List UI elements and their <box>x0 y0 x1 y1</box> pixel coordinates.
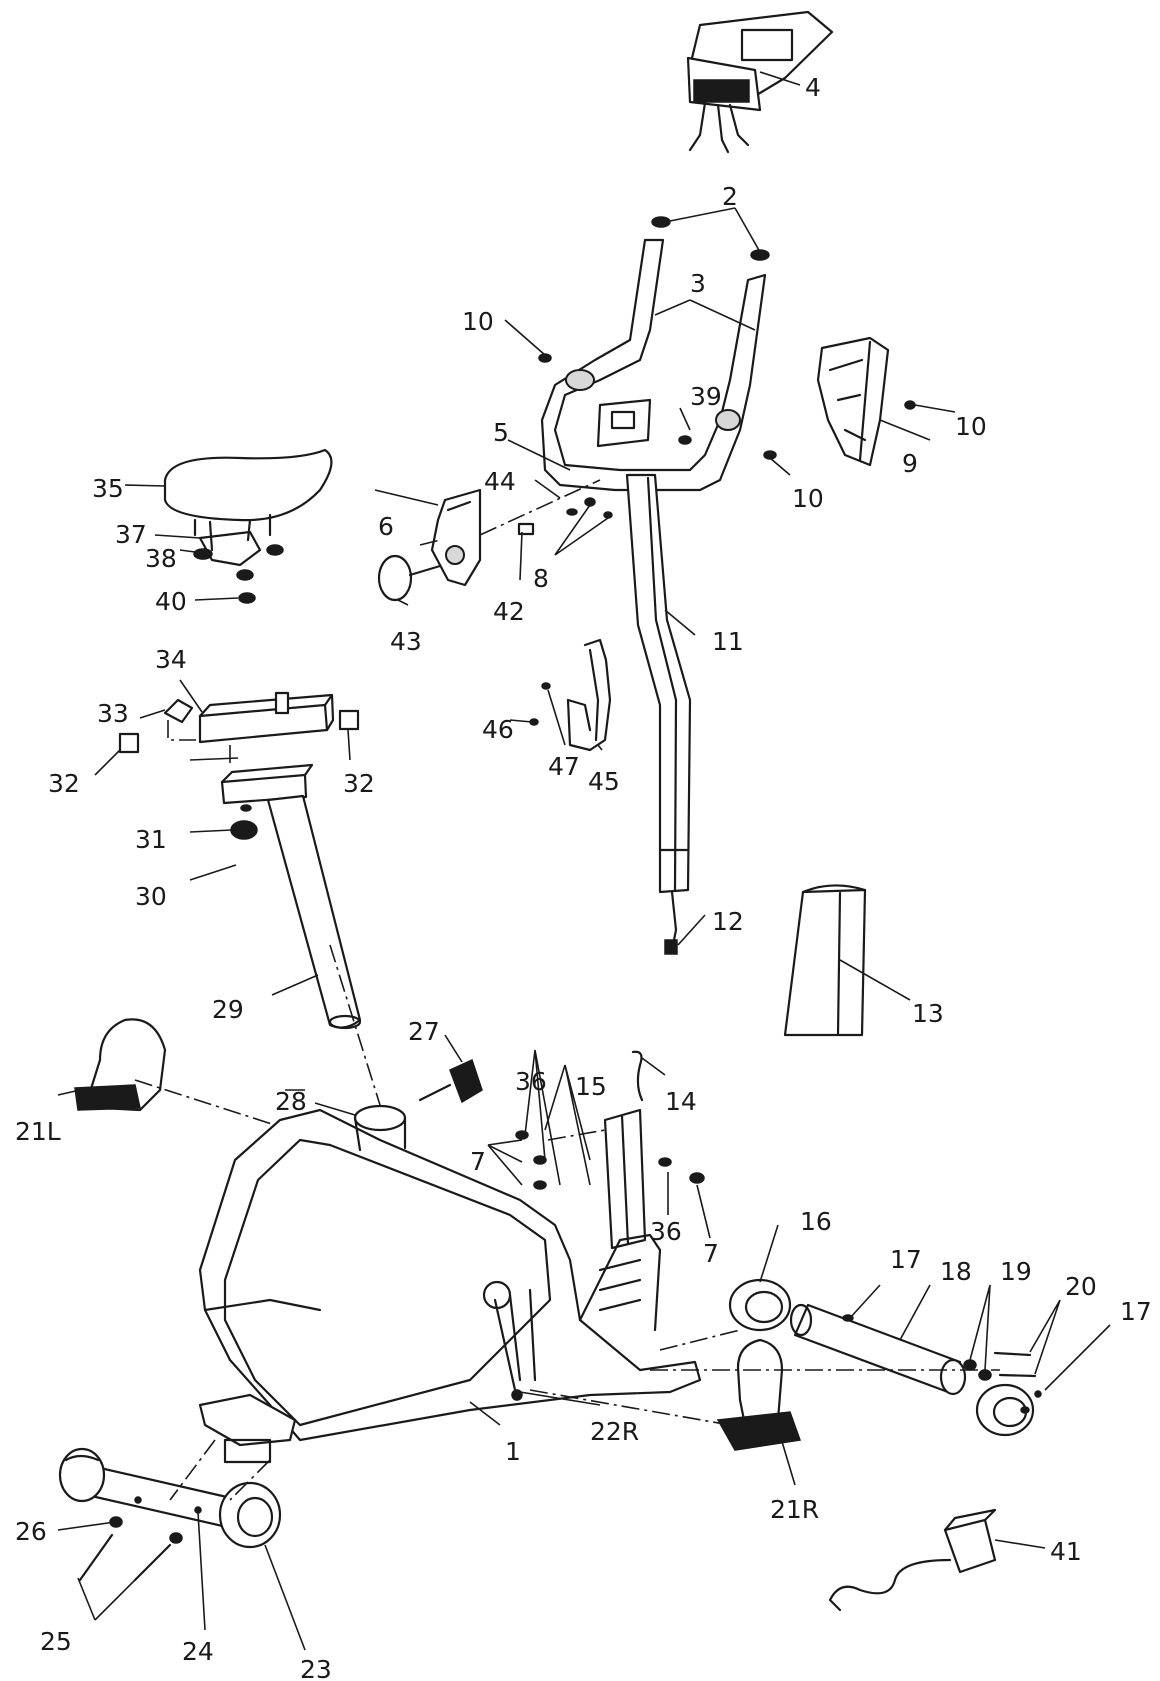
seat-adjust-knob-part <box>418 1058 483 1104</box>
label-30: 30 <box>135 882 167 911</box>
label-23: 23 <box>300 1655 332 1681</box>
main-frame-part <box>198 1104 702 1464</box>
seat-clamp-part <box>220 763 314 805</box>
label-13: 13 <box>912 999 944 1028</box>
label-18: 18 <box>940 1257 972 1286</box>
label-10-right: 10 <box>955 412 987 441</box>
label-3: 3 <box>690 269 706 298</box>
label-46: 46 <box>482 715 514 744</box>
label-4: 4 <box>805 73 821 102</box>
label-25: 25 <box>40 1627 72 1656</box>
label-36-top: 36 <box>515 1067 547 1096</box>
label-29: 29 <box>212 995 244 1024</box>
label-43: 43 <box>390 627 422 656</box>
label-21R: 21R <box>770 1495 819 1524</box>
label-17-top: 17 <box>890 1245 922 1274</box>
right-crank-part <box>493 1298 517 1392</box>
label-44: 44 <box>484 467 516 496</box>
handlebar-cover-part <box>816 336 890 467</box>
front-stabilizer-bolts <box>78 1516 183 1582</box>
label-47: 47 <box>548 752 580 781</box>
label-21L: 21L <box>15 1117 61 1146</box>
label-24: 24 <box>182 1637 214 1666</box>
label-15: 15 <box>575 1072 607 1101</box>
frame-stem-part <box>603 1108 647 1250</box>
label-8: 8 <box>533 564 549 593</box>
label-5: 5 <box>493 418 509 447</box>
right-pedal-part <box>716 1338 802 1451</box>
label-41: 41 <box>1050 1537 1082 1566</box>
bottle-bracket-part <box>566 638 612 752</box>
power-adapter-part <box>828 1508 997 1612</box>
post-cover-part <box>430 488 482 587</box>
seat-part <box>163 448 333 604</box>
label-40: 40 <box>155 587 187 616</box>
handlebar-end-caps <box>651 216 770 261</box>
label-27: 27 <box>408 1017 440 1046</box>
leader-lines <box>57 71 1111 1651</box>
label-34: 34 <box>155 645 187 674</box>
label-10-top: 10 <box>462 307 494 336</box>
label-33: 33 <box>97 699 129 728</box>
label-39: 39 <box>690 382 722 411</box>
seat-post-part <box>266 794 362 1030</box>
assembly-center-lines <box>134 479 1000 1501</box>
front-cover-part <box>783 884 867 1037</box>
part-labels: 4 2 3 10 39 5 10 9 10 44 8 6 43 42 11 46… <box>15 73 1152 1681</box>
label-26: 26 <box>15 1517 47 1546</box>
label-31: 31 <box>135 825 167 854</box>
label-20: 20 <box>1065 1272 1097 1301</box>
label-7-right: 7 <box>703 1239 719 1268</box>
rear-end-cap-part <box>975 1383 1035 1437</box>
stabilizer-bolts <box>963 1351 1042 1398</box>
label-7-left: 7 <box>470 1147 486 1176</box>
front-stabilizer-part <box>58 1447 282 1549</box>
label-38: 38 <box>145 544 177 573</box>
label-28: 28 <box>275 1087 307 1116</box>
label-32-right: 32 <box>343 769 375 798</box>
label-35: 35 <box>92 474 124 503</box>
label-11: 11 <box>712 627 744 656</box>
label-6: 6 <box>378 512 394 541</box>
seat-knob-part <box>230 804 258 840</box>
label-12: 12 <box>712 907 744 936</box>
label-14: 14 <box>665 1087 697 1116</box>
label-17-right: 17 <box>1120 1297 1152 1326</box>
label-36-bottom: 36 <box>650 1217 682 1246</box>
label-2: 2 <box>722 182 738 211</box>
label-37: 37 <box>115 520 147 549</box>
label-45: 45 <box>588 767 620 796</box>
seat-slider-part <box>198 691 335 744</box>
rear-stabilizer-part <box>789 1303 967 1396</box>
small-screws <box>515 353 1030 1414</box>
label-10-center: 10 <box>792 484 824 513</box>
left-pedal-part <box>74 1018 167 1112</box>
tension-knob-part <box>377 554 442 602</box>
sensor-wire-part <box>631 1050 644 1102</box>
front-post-part <box>625 473 692 955</box>
label-42: 42 <box>493 597 525 626</box>
handlebar-part <box>540 238 767 492</box>
label-32-left: 32 <box>48 769 80 798</box>
console-part <box>686 10 834 154</box>
label-1: 1 <box>505 1437 521 1466</box>
label-16: 16 <box>800 1207 832 1236</box>
label-9: 9 <box>902 449 918 478</box>
stabilizer-end-cap-part <box>728 1278 792 1332</box>
label-22R: 22R <box>590 1417 639 1446</box>
slider-end-caps <box>118 698 360 754</box>
label-19: 19 <box>1000 1257 1032 1286</box>
